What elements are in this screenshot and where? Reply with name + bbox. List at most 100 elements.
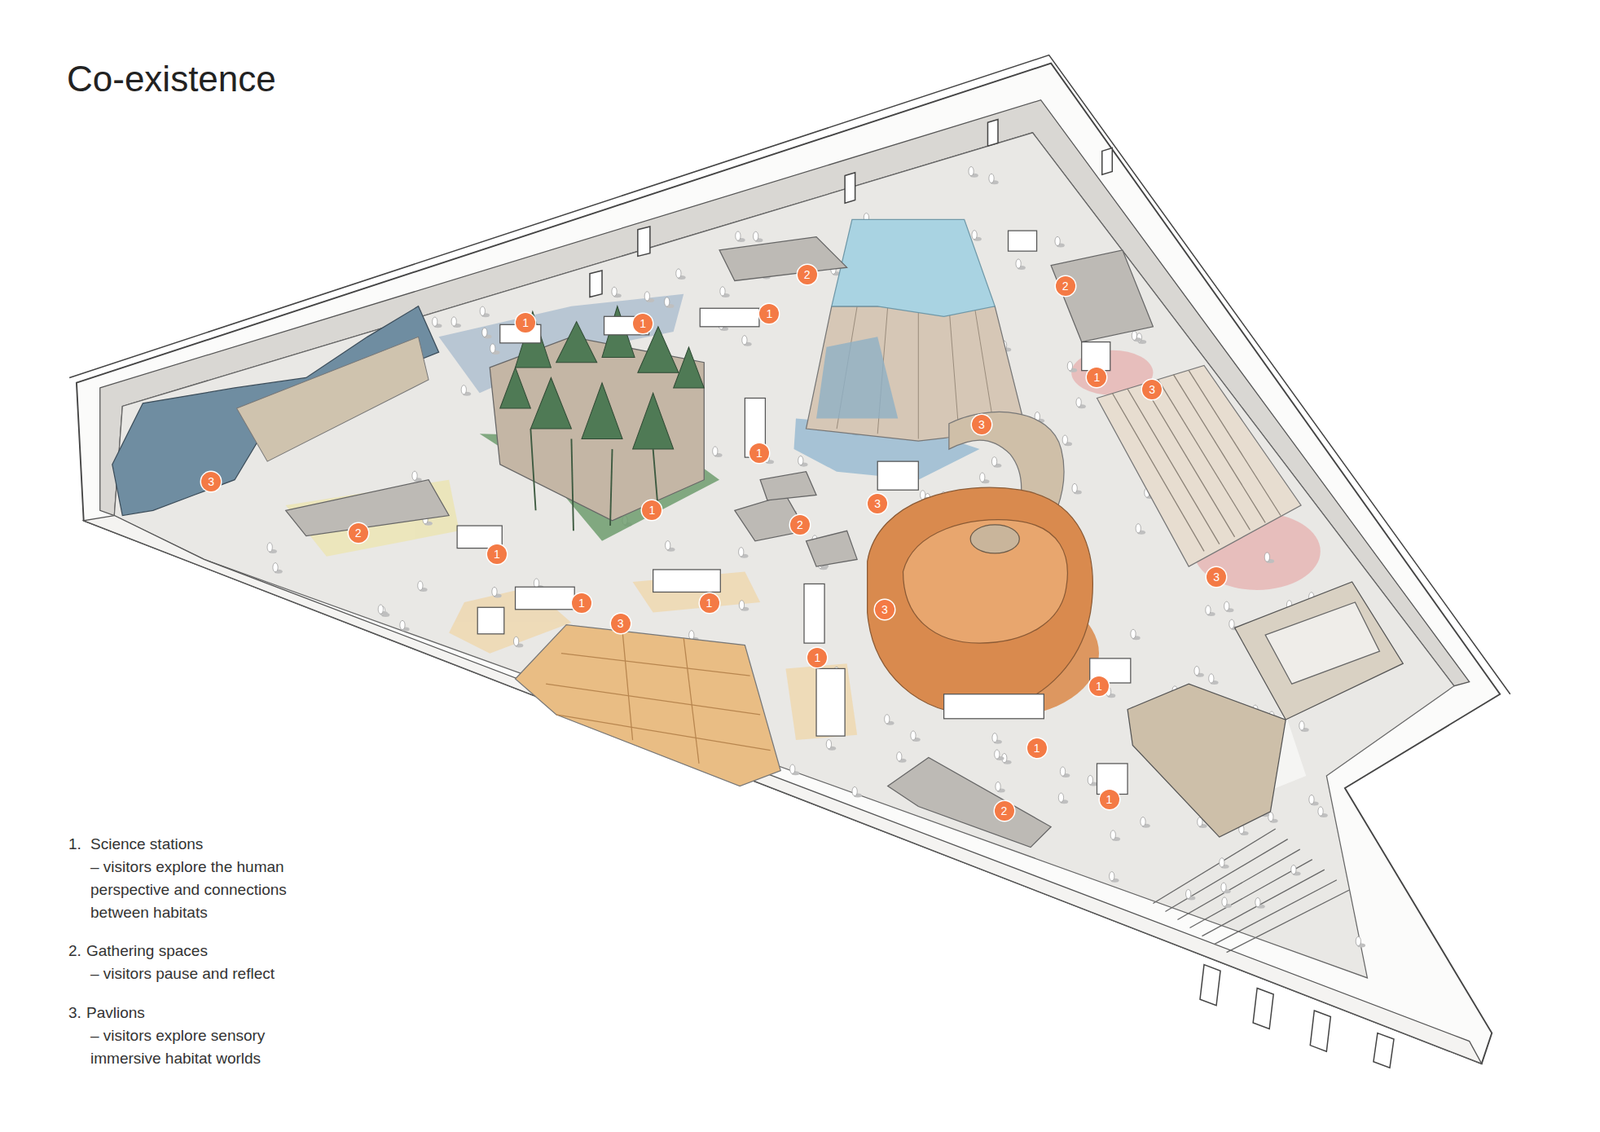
stair-step (1152, 828, 1275, 903)
mountain-top (831, 219, 995, 317)
callout-number: 3 (874, 599, 895, 620)
block (1235, 581, 1404, 720)
case (699, 307, 760, 327)
visitor-figure (1058, 792, 1069, 804)
visitor (753, 231, 759, 241)
windows (589, 119, 1394, 1069)
visitor (1299, 720, 1305, 730)
visitor (920, 490, 926, 500)
visitor (735, 231, 741, 241)
visitor (644, 291, 650, 301)
visitor-figure (461, 385, 471, 396)
blue-pavilion (112, 306, 440, 516)
visitor (417, 580, 423, 590)
visitor-figure (432, 316, 443, 328)
visitor-figure (451, 316, 462, 328)
visitor (992, 733, 998, 743)
gathering-benches (285, 237, 1154, 848)
case (477, 606, 505, 634)
callout-number: 2 (797, 264, 818, 285)
visitor (1015, 259, 1021, 269)
visitor-figure (272, 562, 283, 574)
visitor-figure (676, 268, 686, 280)
bench (285, 479, 449, 537)
visitor-figure (1268, 812, 1279, 823)
visitor (994, 749, 1000, 759)
visitor-figure (1221, 896, 1232, 908)
visitor (378, 604, 383, 614)
visitor (1194, 665, 1200, 675)
visitor (826, 739, 831, 749)
window (589, 270, 603, 298)
case (944, 694, 1045, 719)
slat (1127, 388, 1220, 544)
callout-number: 2 (348, 523, 369, 543)
bench (806, 530, 858, 567)
poles (530, 428, 659, 531)
block-top (1265, 602, 1380, 684)
visitor (432, 316, 438, 326)
visitor-figure (1072, 483, 1082, 494)
pavilion-shape (112, 306, 440, 516)
visitor-figure (482, 327, 493, 339)
key-text: – visitors pause and reflect (90, 962, 335, 985)
visitor (1087, 774, 1093, 784)
visitor-figure (989, 173, 999, 185)
visitor-figure (896, 751, 907, 763)
bench (719, 237, 848, 282)
slat (1158, 379, 1251, 530)
visitor (1067, 361, 1073, 371)
visitor (1268, 812, 1274, 822)
case (804, 583, 825, 643)
callout-number: 1 (749, 443, 770, 463)
visitor-figure (1087, 774, 1098, 786)
callout-number: 2 (790, 514, 810, 535)
visitor (533, 578, 539, 588)
key-text: 1. (68, 832, 82, 856)
visitor (1221, 896, 1227, 906)
visitor-figure (417, 580, 428, 592)
case (515, 586, 576, 610)
pavilion-box (515, 624, 782, 787)
visitor (1229, 619, 1235, 629)
visitor-figure (665, 540, 676, 552)
visitor-figure (1205, 605, 1216, 616)
visitor (1130, 628, 1136, 638)
visitor (910, 730, 916, 740)
visitor (412, 470, 418, 480)
visitor-figure (1131, 330, 1142, 342)
visitor (1309, 794, 1315, 804)
visitor (980, 472, 985, 482)
callout-number: 1 (515, 312, 536, 333)
key-text: 3. (68, 1001, 82, 1025)
callout-number: 1 (699, 593, 720, 613)
visitor-figure (1130, 628, 1141, 640)
visitor (461, 385, 466, 395)
visitor-figure (1355, 936, 1366, 947)
callout-number: 1 (487, 544, 507, 564)
pole (610, 448, 613, 526)
visitor (991, 457, 997, 466)
callout-number: 3 (610, 613, 631, 633)
visitor-figure (1318, 806, 1328, 818)
visitor (1224, 601, 1230, 611)
cone-line (949, 306, 960, 437)
visitor (1208, 673, 1214, 683)
spiral-pavilion (867, 411, 1099, 717)
callout-number: 2 (1055, 276, 1076, 296)
visitor-figure (992, 733, 1003, 744)
mountain-entrance (816, 336, 898, 418)
visitor (1135, 523, 1141, 533)
visitor-figure (400, 619, 410, 631)
visitor (720, 286, 726, 296)
case (653, 569, 721, 593)
pavilion-box (1096, 364, 1302, 567)
tree (632, 392, 674, 449)
visitor-figure (412, 470, 422, 482)
cone-line (918, 306, 919, 440)
key-text: Pavlions (86, 1001, 299, 1025)
visitor-figure (492, 586, 502, 598)
spiral-inner (903, 519, 1069, 643)
visitor-figure (1076, 397, 1086, 409)
